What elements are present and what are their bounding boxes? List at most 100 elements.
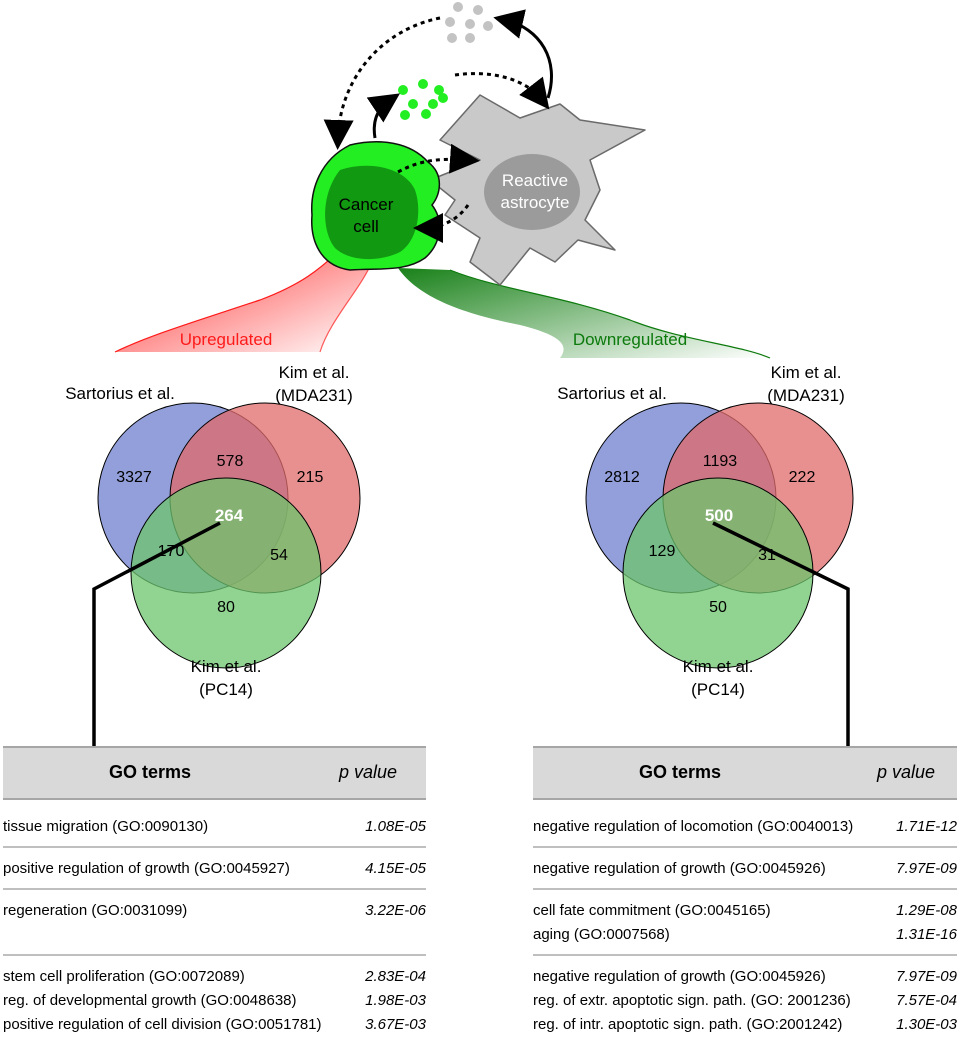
cancer-cell-label-1: Cancer [339,195,394,214]
go-table-up-header-p: p value [339,762,398,782]
table-row: tissue migration (GO:0090130) 1.08E-05 [3,814,426,838]
go-term: aging (GO:0007568) [533,926,670,943]
go-p-value: 1.29E-08 [896,902,957,919]
go-p-value: 3.22E-06 [365,902,426,919]
go-term: negative regulation of locomotion (GO:00… [533,818,854,835]
table-row: cell fate commitment (GO:0045165) 1.29E-0… [533,898,957,922]
go-term: cell fate commitment (GO:0045165) [533,902,771,919]
go-p-value: 4.15E-05 [365,860,426,877]
downregulated-ribbon [398,268,770,358]
go-table-up-header-terms: GO terms [109,762,192,782]
go-term: regeneration (GO:0031099) [3,902,188,919]
venn-down-label-sartorius: Sartorius et al. [557,384,667,403]
downregulated-label: Downregulated [573,330,687,349]
go-table-group: negative regulation of growth (GO:004592… [533,956,957,1036]
table-row: negative regulation of growth (GO:004592… [533,856,957,880]
venn-up-c-only: 80 [217,599,235,616]
astrocyte-label-1: Reactive [502,171,568,190]
table-row: stem cell proliferation (GO:0072089)2.83… [3,964,426,988]
go-table-group: negative regulation of locomotion (GO:00… [533,800,957,848]
venn-up-ab: 578 [217,453,244,470]
venn-up-label-mda231-1: Kim et al. [279,363,350,382]
go-term: reg. of developmental growth (GO:0048638… [3,992,297,1009]
table-row: reg. of intr. apoptotic sign. path. (GO:… [533,1012,957,1036]
go-term: stem cell proliferation (GO:0072089) [3,968,245,985]
go-table-group: stem cell proliferation (GO:0072089)2.83… [3,956,426,1036]
go-table-group: regeneration (GO:0031099) 3.22E-06 [3,890,426,956]
upregulated-label: Upregulated [180,330,273,349]
go-term: reg. of intr. apoptotic sign. path. (GO:… [533,1016,843,1033]
table-row: reg. of extr. apoptotic sign. path. (GO:… [533,988,957,1012]
venn-up-b-only: 215 [297,469,324,486]
go-term: reg. of extr. apoptotic sign. path. (GO:… [533,992,851,1009]
table-row: negative regulation of growth (GO:004592… [533,964,957,988]
upregulated-ribbon [115,245,372,352]
table-row: positive regulation of growth (GO:004592… [3,856,426,880]
go-term: negative regulation of growth (GO:004592… [533,860,826,877]
venn-up-bc: 54 [270,547,288,564]
venn-down-b-only: 222 [789,469,816,486]
venn-down-ac: 129 [649,543,676,560]
go-p-value: 1.30E-03 [896,1016,957,1033]
venn-down-label-pc14-2: (PC14) [691,680,745,699]
go-term: negative regulation of growth (GO:004592… [533,968,826,985]
go-table-up-body: tissue migration (GO:0090130) 1.08E-05 pos… [3,800,426,1036]
table-row [3,922,426,946]
venn-up-abc: 264 [215,506,244,525]
go-table-upregulated: GO terms p value tissue migration (GO:00… [3,746,426,1036]
green-secreted-factors [398,79,448,120]
connector-down [712,521,850,748]
go-p-value: 1.98E-03 [365,992,426,1009]
table-row: aging (GO:0007568) 1.31E-16 [533,922,957,946]
table-row: reg. of developmental growth (GO:0048638… [3,988,426,1012]
go-table-group: tissue migration (GO:0090130) 1.08E-05 [3,800,426,848]
go-table-downregulated: GO terms p value negative regulation of … [533,746,957,1036]
go-p-value: 7.97E-09 [896,860,957,877]
venn-down-label-mda231-2: (MDA231) [767,386,844,405]
go-term: tissue migration (GO:0090130) [3,818,209,835]
go-table-group: cell fate commitment (GO:0045165) 1.29E-0… [533,890,957,956]
venn-down-abc: 500 [705,506,733,525]
go-table-down-header-p: p value [877,762,936,782]
venn-down-label-pc14-1: Kim et al. [683,657,754,676]
upregulated-ribbon-edge [114,244,346,353]
venn-up-label-mda231-2: (MDA231) [275,386,352,405]
figure: Upregulated Downregulated Reactive astro… [65,2,854,748]
table-row: regeneration (GO:0031099) 3.22E-06 [3,898,426,922]
go-p-value: 1.31E-16 [896,926,957,943]
go-term: positive regulation of growth (GO:004592… [3,860,290,877]
go-table-down-body: negative regulation of locomotion (GO:00… [533,800,957,1036]
venn-down-a-only: 2812 [604,469,640,486]
go-term: positive regulation of cell division (GO… [3,1016,322,1033]
connector-up [92,521,221,748]
go-table-up-header: GO terms p value [3,746,426,800]
signalling-arrows [323,9,553,243]
venn-up-label-pc14-1: Kim et al. [191,657,262,676]
venn-up-a-only: 3327 [116,469,152,486]
venn-down-c-only: 50 [709,599,727,616]
go-table-down-header-terms: GO terms [639,762,722,782]
venn-down-label-mda231-1: Kim et al. [771,363,842,382]
venn-down-ab: 1193 [703,453,738,470]
cancer-cell-label-2: cell [353,217,379,236]
venn-upregulated: Sartorius et al. Kim et al. (MDA231) Kim… [65,363,361,699]
table-row: positive regulation of cell division (GO… [3,1012,426,1036]
downregulated-ribbon-edge [449,269,771,359]
astrocyte-label-2: astrocyte [501,193,570,212]
upregulated-ribbon-edge-2 [319,261,373,353]
go-table-down-header: GO terms p value [533,746,957,800]
venn-up-circle-pc14 [130,477,322,669]
go-table-group: negative regulation of growth (GO:004592… [533,848,957,890]
go-p-value: 7.97E-09 [896,968,957,985]
go-p-value: 1.08E-05 [365,818,426,835]
venn-up-label-sartorius: Sartorius et al. [65,384,175,403]
table-row: negative regulation of locomotion (GO:00… [533,814,957,838]
cancer-cell-nucleus [325,165,419,260]
venn-downregulated: Sartorius et al. Kim et al. (MDA231) Kim… [557,363,854,699]
venn-up-ac: 170 [158,543,185,560]
go-p-value: 3.67E-03 [365,1016,426,1033]
go-p-value: 1.71E-12 [896,818,957,835]
astrocyte-nucleus [484,154,580,230]
venn-up-label-pc14-2: (PC14) [199,680,253,699]
grey-secreted-factors [445,2,493,43]
